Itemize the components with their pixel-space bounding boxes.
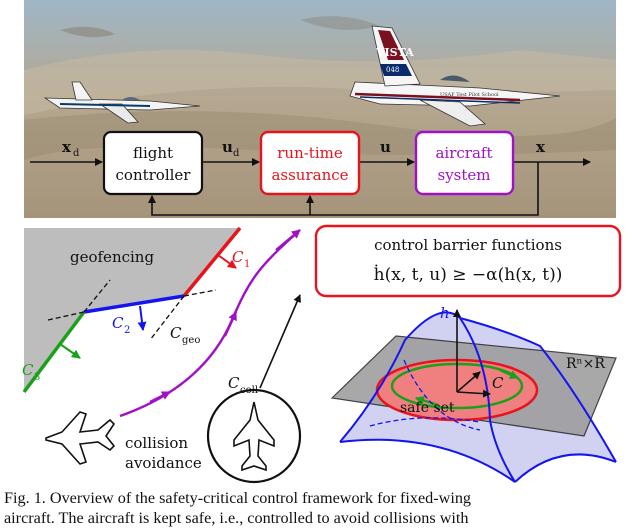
obstacle-jet-icon	[233, 401, 275, 472]
signal-u-label: u	[380, 138, 391, 156]
svg-text:controller: controller	[116, 166, 192, 184]
ego-jet-icon	[45, 411, 116, 465]
svg-text:d: d	[233, 148, 240, 159]
caption-line-2: aircraft. The aircraft is kept safe, i.e…	[4, 509, 469, 527]
svg-text:C: C	[228, 374, 240, 392]
safe-set-label: safe set	[400, 400, 455, 416]
collision-label-line1: collision	[125, 434, 188, 452]
geofencing-title: geofencing	[70, 248, 154, 266]
svg-text:1: 1	[244, 259, 250, 270]
svg-text:d: d	[73, 148, 80, 159]
svg-text:flight: flight	[133, 144, 173, 162]
aircraft-system-block: aircraft system	[414, 130, 515, 196]
svg-text:geo: geo	[182, 335, 200, 346]
c1-label: C 1	[232, 248, 250, 270]
fuselage-label: USAF Test Pilot School	[440, 92, 499, 98]
svg-text:C: C	[22, 361, 34, 379]
geofencing-diagram: geofencing C 1 C 2 C 3 C geo	[22, 226, 250, 394]
svg-text:2: 2	[124, 325, 130, 336]
cbf-inequality: ḣ(x, t, u) ≥ −α(h(x, t))	[374, 264, 563, 285]
svg-text:run-time: run-time	[277, 144, 343, 162]
svg-text:C: C	[170, 324, 182, 342]
cgeo-label: C geo	[170, 324, 200, 346]
svg-text:system: system	[438, 166, 491, 184]
svg-text:u: u	[222, 138, 233, 156]
c3-label: C 3	[22, 361, 40, 383]
t38-aircraft-icon	[43, 81, 201, 124]
safe-set-plot: h C safe set Rⁿ×R	[330, 304, 617, 483]
trajectory-and-collision: C coll collision avoidance	[45, 229, 302, 484]
collision-label-line2: avoidance	[125, 454, 202, 472]
signal-xd-label: x d	[62, 138, 80, 159]
ccoll-label: C coll	[228, 374, 258, 396]
figure-caption: Fig. 1. Overview of the safety-critical …	[4, 488, 636, 528]
block-diagram: x d u d u x flight controller run-time a…	[30, 130, 591, 216]
state-space-label: Rⁿ×R	[566, 356, 605, 372]
svg-text:coll: coll	[240, 385, 258, 396]
tail-vista-label: VISTA	[375, 46, 414, 59]
svg-text:aircraft: aircraft	[435, 144, 492, 162]
cbf-box: control barrier functions ḣ(x, t, u) ≥ −…	[314, 224, 622, 298]
c-set-label: C	[492, 374, 504, 392]
svg-text:C: C	[232, 248, 244, 266]
svg-text:assurance: assurance	[271, 166, 348, 184]
cbf-title: control barrier functions	[374, 236, 562, 254]
collision-circle	[206, 388, 302, 484]
svg-text:C: C	[112, 314, 124, 332]
tail-number-label: 048	[386, 66, 399, 74]
h-axis-label: h	[440, 304, 450, 322]
svg-text:3: 3	[34, 372, 40, 383]
signal-x-label: x	[536, 138, 546, 156]
run-time-assurance-block: run-time assurance	[259, 130, 361, 196]
caption-line-1: Fig. 1. Overview of the safety-critical …	[4, 489, 472, 507]
svg-text:x: x	[62, 138, 72, 156]
signal-ud-label: u d	[222, 138, 240, 159]
c2-label: C 2	[112, 314, 130, 336]
f16-vista-aircraft-icon: VISTA 048 USAF Test Pilot School	[349, 25, 561, 127]
flight-controller-block: flight controller	[102, 130, 204, 196]
